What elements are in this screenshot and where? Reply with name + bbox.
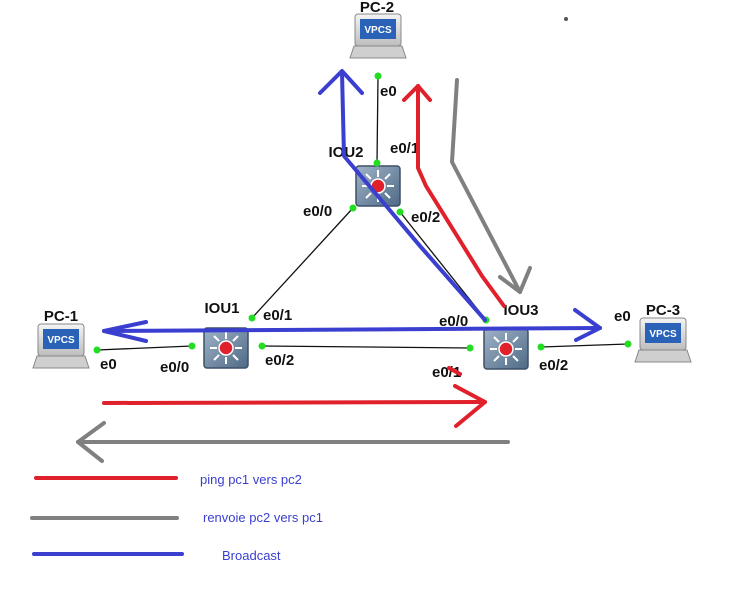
stray-dot xyxy=(564,17,568,21)
port-dots xyxy=(93,72,632,354)
iou1-switch[interactable] xyxy=(203,327,249,369)
iou2-switch[interactable] xyxy=(355,165,401,207)
dot-iou3-e0-1 xyxy=(466,344,474,352)
gray-arrowhead-left xyxy=(76,421,106,463)
legend-gray-label: renvoie pc2 vers pc1 xyxy=(203,510,323,525)
pc2-screen-label: VPCS xyxy=(364,25,392,36)
dot-iou2-e0-1 xyxy=(373,159,381,167)
dot-iou1-e0-1 xyxy=(248,314,256,322)
dot-iou3-e0-2 xyxy=(537,343,545,351)
gray-arrow-down-to-iou3 xyxy=(450,78,522,294)
annotation-arrows xyxy=(76,69,602,463)
red-arrowhead-up xyxy=(402,84,432,102)
pc3-node[interactable]: VPCS xyxy=(634,317,692,363)
links xyxy=(96,75,629,351)
blue-arrowhead-left xyxy=(102,320,148,343)
legend-blue-label: Broadcast xyxy=(222,548,281,563)
link-iou1-iou3 xyxy=(261,345,471,349)
port-label-pc1-e0: e0 xyxy=(100,356,117,373)
dot-pc2-e0 xyxy=(374,72,382,80)
blue-arrowhead-right xyxy=(573,308,602,342)
dot-iou2-e0-2 xyxy=(396,208,404,216)
iou1-label: IOU1 xyxy=(204,300,239,317)
dot-pc1-e0 xyxy=(93,346,101,354)
pc1-label: PC-1 xyxy=(44,308,78,325)
link-iou3-pc3 xyxy=(540,343,629,348)
red-stroke-iou3 xyxy=(447,366,462,376)
legend: ping pc1 vers pc2 renvoie pc2 vers pc1 B… xyxy=(30,472,323,563)
pc2-label: PC-2 xyxy=(360,0,394,16)
port-label-iou2-e0-0: e0/0 xyxy=(303,203,332,220)
dot-iou1-e0-2 xyxy=(258,342,266,350)
dot-pc3-e0 xyxy=(624,340,632,348)
blue-arrowhead-pc2 xyxy=(318,69,364,95)
pc2-node[interactable]: VPCS xyxy=(349,13,407,59)
link-pc1-iou1 xyxy=(96,345,193,351)
red-arrow-up-to-pc2 xyxy=(416,84,506,308)
blue-arrow-iou3-to-pc2 xyxy=(340,70,487,322)
link-iou2-iou1 xyxy=(251,207,354,319)
port-label-pc2-e0: e0 xyxy=(380,83,397,100)
gray-arrowhead-down xyxy=(498,266,532,294)
pc3-screen-label: VPCS xyxy=(649,329,677,340)
iou3-switch[interactable] xyxy=(483,328,529,370)
iou2-label: IOU2 xyxy=(328,144,363,161)
port-label-iou2-e0-2: e0/2 xyxy=(411,209,440,226)
red-arrow-bottom xyxy=(102,400,487,405)
legend-red-label: ping pc1 vers pc2 xyxy=(200,472,302,487)
link-pc2-iou2 xyxy=(376,75,379,164)
pc1-screen-label: VPCS xyxy=(47,335,75,346)
port-label-iou3-e0-0: e0/0 xyxy=(439,313,468,330)
blue-arrow-horizontal xyxy=(102,326,602,333)
dot-iou2-e0-0 xyxy=(349,204,357,212)
port-label-iou3-e0-1: e0/1 xyxy=(432,364,461,381)
port-label-iou1-e0-2: e0/2 xyxy=(265,352,294,369)
port-label-iou2-e0-1: e0/1 xyxy=(390,140,419,157)
port-label-iou3-e0-2: e0/2 xyxy=(539,357,568,374)
red-arrowhead-right xyxy=(453,384,487,428)
pc1-node[interactable]: VPCS xyxy=(32,323,90,369)
dot-iou1-e0-0 xyxy=(188,342,196,350)
iou3-label: IOU3 xyxy=(503,302,538,319)
port-label-iou1-e0-0: e0/0 xyxy=(160,359,189,376)
port-label-iou1-e0-1: e0/1 xyxy=(263,307,292,324)
pc3-label: PC-3 xyxy=(646,302,680,319)
port-label-pc3-e0: e0 xyxy=(614,308,631,325)
